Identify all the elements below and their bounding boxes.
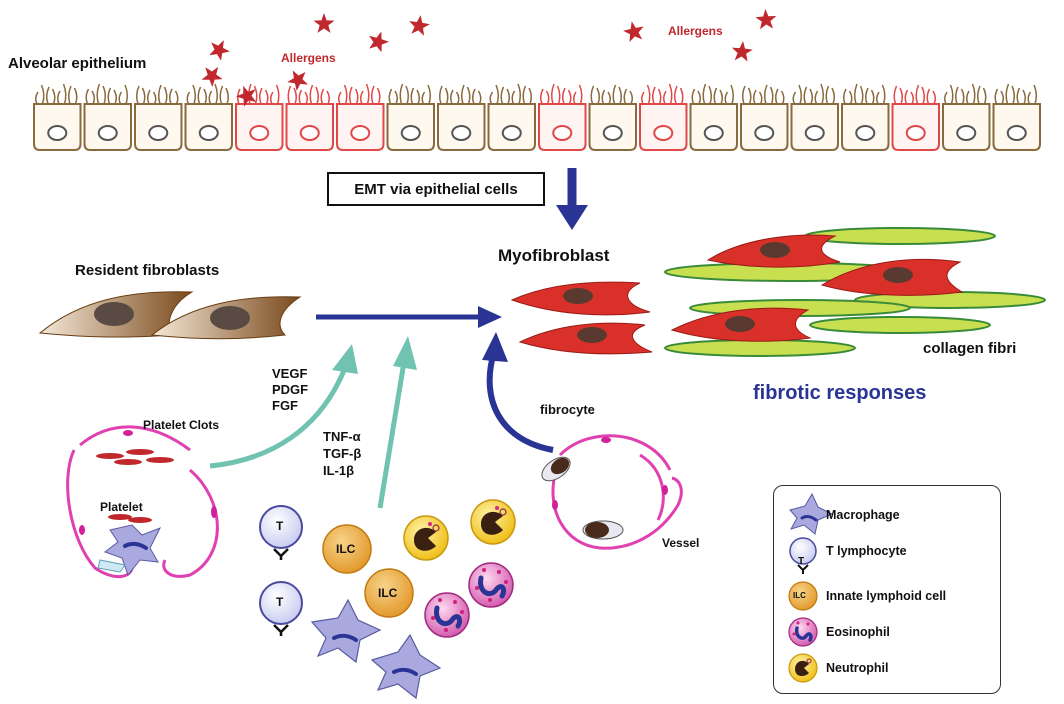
epithelial-cell [184, 83, 233, 151]
fibrocyte-arrow [482, 332, 554, 453]
cytokine-il1: IL-1β [323, 463, 355, 478]
alveolar-epithelium-label: Alveolar epithelium [8, 55, 147, 72]
eosinophil-icon [788, 617, 818, 647]
cytokines-label: TNF-α TGF-β IL-1β [323, 428, 361, 479]
epithelial-cell-inflamed [336, 83, 385, 151]
fibrotic-responses-label: fibrotic responses [753, 382, 927, 404]
legend-eosinophil: Eosinophil [826, 625, 890, 639]
myofibroblasts [510, 281, 653, 355]
collagen-label: collagen fibri [923, 340, 1017, 357]
epithelial-cell [588, 84, 637, 151]
t-cell-glyph: T [276, 595, 284, 609]
growth-factor-pdgf: PDGF [272, 382, 309, 397]
neutrophil-icon [788, 653, 818, 683]
ilc-icon [364, 568, 414, 618]
epithelial-cell [740, 84, 789, 151]
star-allergen-icon [209, 40, 230, 61]
legend-macrophage: Macrophage [826, 508, 900, 522]
epithelial-cell [487, 83, 536, 151]
ilc-glyph: ILC [336, 542, 356, 556]
alveolar-epithelium-layer [33, 83, 1041, 151]
epithelial-cell [83, 83, 132, 151]
epithelial-cell-inflamed [538, 83, 587, 151]
cytokine-tnf: TNF-α [323, 429, 361, 444]
epithelial-cell-inflamed [285, 84, 334, 151]
resident-fibroblasts [38, 291, 302, 340]
star-allergen-icon [236, 85, 257, 107]
epithelial-cell [841, 83, 890, 151]
star-allergen-icon [369, 31, 389, 53]
vessel-label: Vessel [662, 536, 700, 550]
t-cell-icon [789, 537, 817, 574]
growth-factor-fgf: FGF [272, 398, 298, 413]
epithelial-cell [386, 83, 435, 151]
allergen-stars [201, 9, 777, 107]
ilc-icon [788, 581, 818, 611]
legend-icons [788, 492, 834, 683]
legend-neutrophil: Neutrophil [826, 661, 889, 675]
platelet-clots-label: Platelet Clots [143, 418, 220, 432]
epithelial-cell [437, 84, 486, 151]
macrophage-icon [789, 492, 834, 535]
resident-fibroblasts-label: Resident fibroblasts [75, 262, 220, 279]
epithelial-cell [134, 84, 183, 151]
star-allergen-icon [731, 41, 753, 62]
fibrocyte-label: fibrocyte [540, 402, 595, 417]
emt-box: EMT via epithelial cells [327, 172, 545, 206]
collagen-fibers [664, 227, 1046, 357]
cytokine-arrow [377, 336, 417, 509]
t-cell-icon [259, 581, 303, 636]
epithelial-cell-inflamed [891, 84, 940, 151]
immune-cells [259, 499, 516, 700]
allergens-label-left: Allergens [281, 51, 336, 65]
star-allergen-icon [201, 66, 223, 87]
legend-ilc: Innate lymphoid cell [826, 589, 947, 603]
t-cell-icon [259, 505, 303, 560]
neutrophil-icon [403, 515, 449, 561]
epithelial-cell [33, 83, 82, 151]
star-allergen-icon [623, 21, 644, 42]
cytokine-tgf: TGF-β [323, 446, 362, 461]
star-allergen-icon [313, 13, 335, 33]
emt-arrow [556, 168, 588, 230]
neutrophil-icon [470, 499, 516, 545]
fibrocyte-vessel [541, 434, 683, 550]
eosinophil-icon [424, 592, 470, 638]
epithelial-cell-inflamed [639, 83, 688, 151]
eosinophil-icon [468, 562, 514, 608]
macrophage-icon [370, 633, 442, 700]
star-allergen-icon [755, 9, 777, 30]
legend-t-lymphocyte: T lymphocyte [826, 544, 907, 558]
epithelial-cell [942, 83, 991, 151]
myofibroblast-label: Myofibroblast [498, 246, 610, 265]
platelet-label: Platelet [100, 500, 143, 514]
ilc-glyph: ILC [378, 586, 398, 600]
growth-factor-arrow [209, 344, 358, 469]
star-allergen-icon [287, 70, 308, 91]
star-allergen-icon [409, 15, 430, 36]
platelet-vessel [66, 425, 219, 579]
epithelial-cell-inflamed [235, 83, 284, 151]
ilc-icon [322, 524, 372, 574]
epithelial-cell [992, 83, 1041, 151]
legend: Macrophage T lymphocyte Innate lymphoid … [773, 485, 1001, 694]
legend-ilc-glyph: ILC [793, 591, 806, 600]
epithelial-cell [790, 83, 839, 151]
growth-factor-vegf: VEGF [272, 366, 308, 381]
allergens-label-right: Allergens [668, 24, 723, 38]
t-cell-glyph: T [276, 519, 284, 533]
growth-factors-label: VEGF PDGF FGF [272, 366, 308, 414]
macrophage-icon [310, 598, 382, 664]
epithelial-cell [689, 83, 738, 151]
legend-t-glyph: T [798, 556, 805, 567]
fibroblast-to-myofibroblast-arrow [316, 306, 502, 328]
